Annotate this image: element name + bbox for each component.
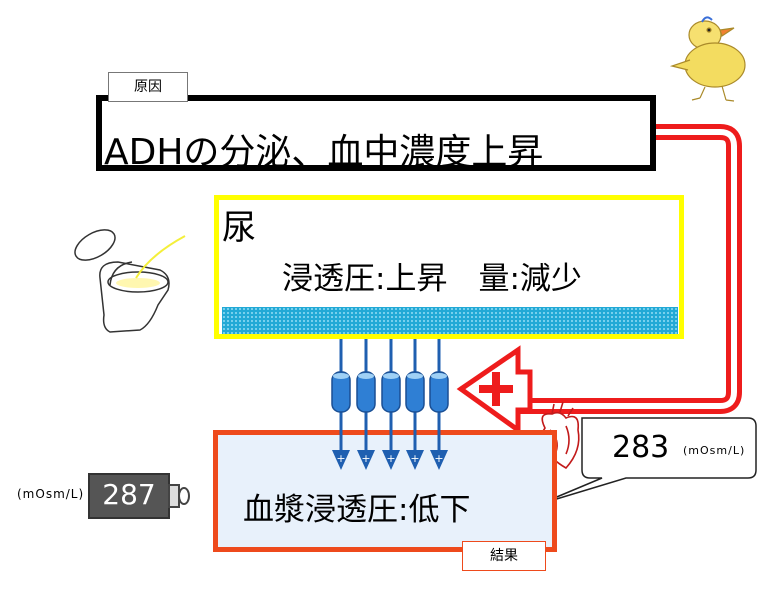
meter-unit: (mOsm/L) <box>17 487 85 501</box>
plasma-text: 血漿浸透圧:低下 <box>243 492 471 528</box>
callout-bubble <box>539 417 757 505</box>
urine-text: 浸透圧:上昇 量:減少 <box>282 261 582 297</box>
meter-value: 287 <box>102 478 156 511</box>
urine-label: 尿 <box>222 208 256 248</box>
result-tag: 結果 <box>462 541 546 571</box>
urine-membrane-band <box>222 307 678 334</box>
callout-value: 283 <box>612 430 670 465</box>
chick-icon <box>669 16 746 102</box>
meter-knob <box>178 487 190 505</box>
toilet-icon <box>74 229 186 333</box>
callout-unit: (mOsm/L) <box>683 444 746 457</box>
plasma-box <box>213 430 557 552</box>
feedback-arrow <box>520 124 742 414</box>
meter-display <box>88 473 170 519</box>
plus-arrow-icon <box>456 345 533 435</box>
cause-box <box>96 95 656 171</box>
cause-text: ADHの分泌、血中濃度上昇 <box>104 132 544 173</box>
cause-tag: 原因 <box>108 72 188 102</box>
